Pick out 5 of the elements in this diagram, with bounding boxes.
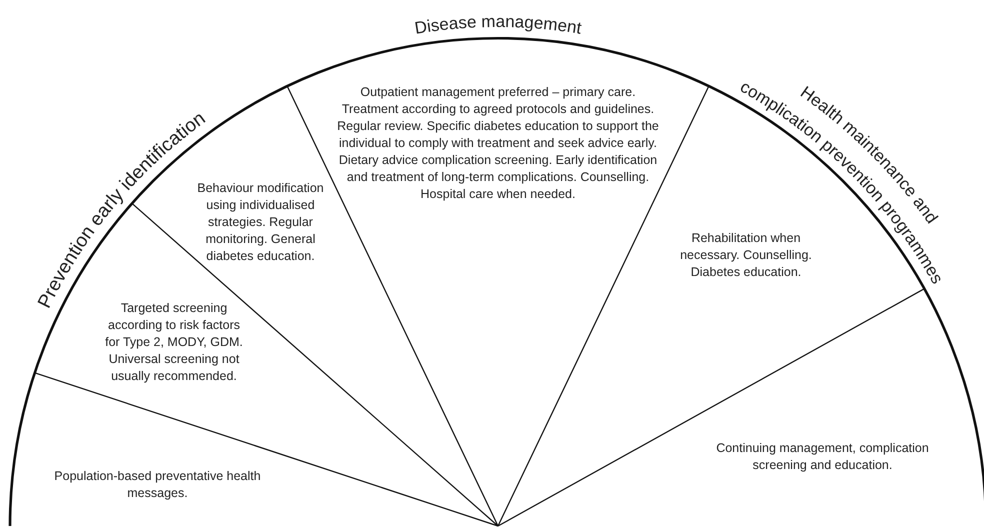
segment-text: Targeted screening according to risk factors for Type 2, MODY, GDM. Universal screening not usually recommended.: [100, 300, 248, 385]
segment-text: Continuing management, complication screening and education.: [690, 440, 955, 474]
segment-text: Population-based preventative health messages.: [30, 468, 285, 502]
segment-text: Outpatient management preferred – primary care. Treatment according to agreed protocols and guidelines. Regular review. Specific diabetes education to support the individual to comply with treatment and seek advice early. Dietary advice complication screening. Early identification and treatment of long-term complications. Counselling. Hospital care when needed.: [335, 84, 661, 203]
curved-heading: Disease management: [413, 12, 583, 38]
